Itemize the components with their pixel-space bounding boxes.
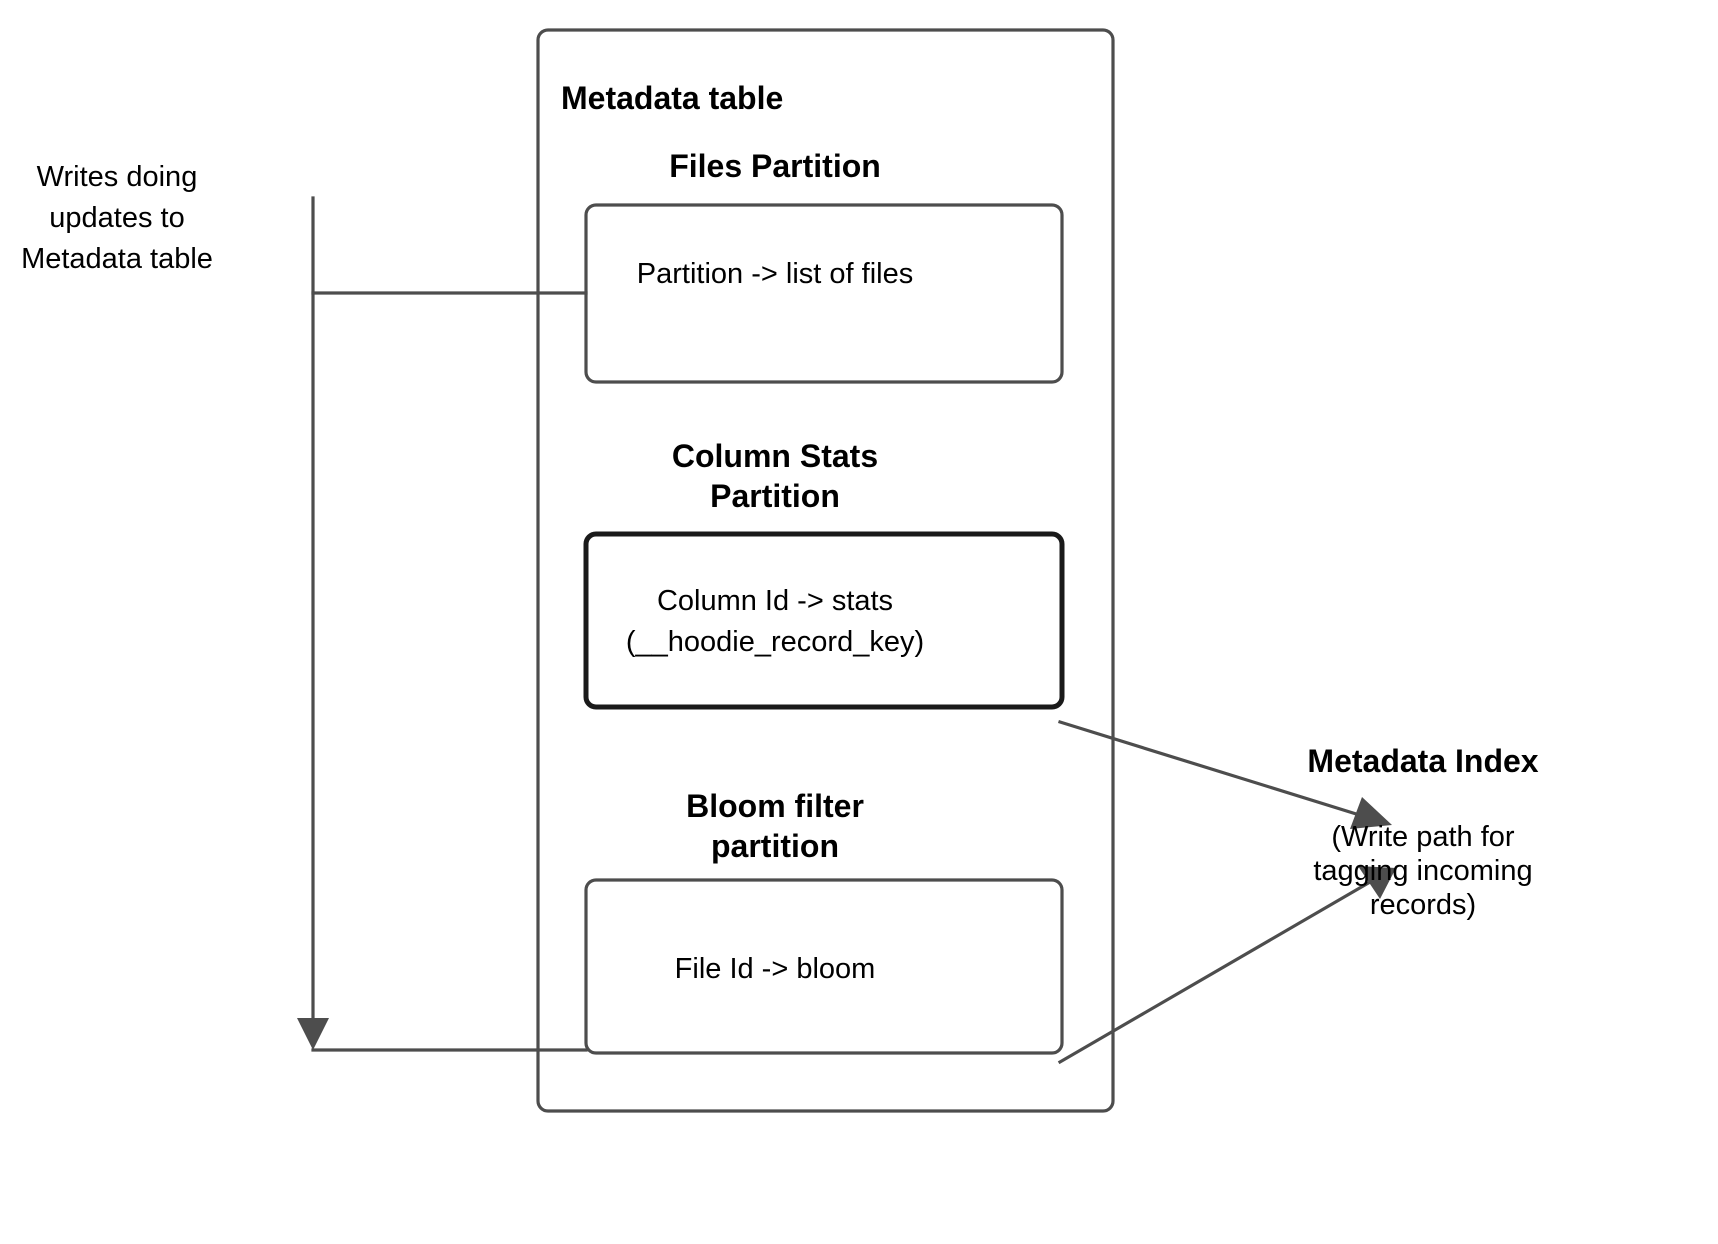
bloom-filter-partition-title-line-1: Bloom filter	[686, 788, 864, 824]
column-stats-partition-title-line-1: Column Stats	[672, 438, 878, 474]
column-stats-box-label-line-2: (__hoodie_record_key)	[626, 626, 924, 658]
files-partition-box-label: Partition -> list of files	[637, 258, 913, 290]
column-stats-box-label-line-1: Column Id -> stats	[657, 585, 893, 617]
bloom-filter-partition-title-line-2: partition	[711, 828, 839, 864]
column-stats-to-index-arrow	[1057, 719, 1369, 820]
metadata-index-title: Metadata Index	[1307, 743, 1538, 779]
bloom-to-index-arrow	[1057, 879, 1373, 1065]
writes-note-line-1: Writes doing	[37, 161, 198, 193]
metadata-index-note-line-2: tagging incoming	[1313, 855, 1532, 887]
writes-note-line-3: Metadata table	[21, 243, 213, 275]
metadata-index-note-line-1: (Write path for	[1331, 821, 1515, 853]
column-stats-partition-title-line-2: Partition	[710, 478, 840, 514]
metadata-index-note-line-3: records)	[1370, 889, 1476, 921]
bloom-filter-partition-box	[584, 878, 1064, 1055]
column-stats-to-index-arrowhead-icon	[1350, 797, 1392, 829]
bloom-filter-box-label: File Id -> bloom	[675, 953, 876, 985]
files-partition-box	[584, 203, 1064, 384]
bloom-to-index-arrowhead-icon	[1358, 866, 1396, 899]
writes-note-line-2: updates to	[49, 202, 184, 234]
writes-connector-arrowhead-icon	[297, 1018, 329, 1050]
metadata-table-title: Metadata table	[561, 80, 783, 116]
files-partition-title: Files Partition	[669, 148, 881, 184]
column-stats-partition-box	[583, 531, 1065, 710]
